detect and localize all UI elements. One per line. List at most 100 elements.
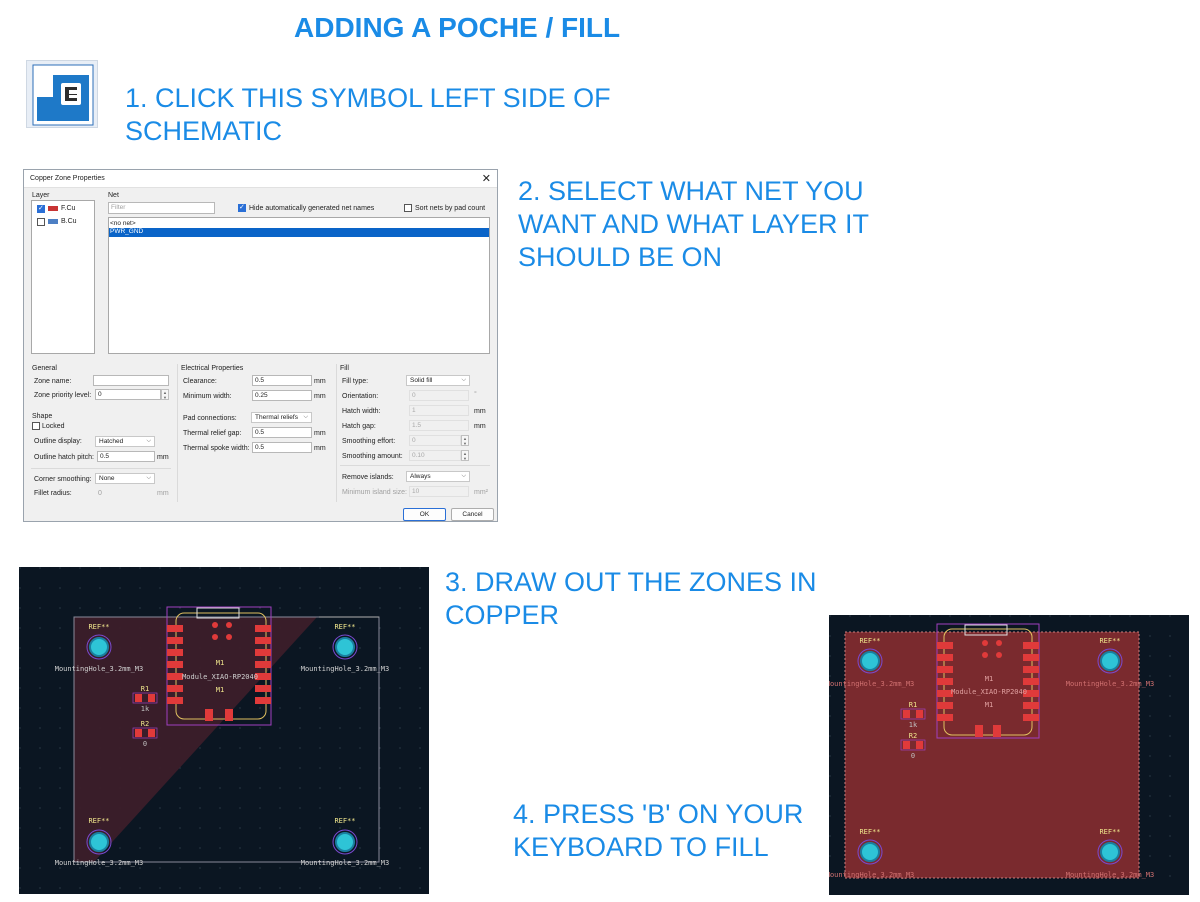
orientation-input[interactable]: 0 — [409, 390, 469, 401]
min-island-input[interactable]: 10 — [409, 486, 469, 497]
net-list-item-selected[interactable]: PWR_GND — [109, 228, 489, 237]
net-filter-input[interactable]: Filter — [108, 202, 215, 214]
smd-pad[interactable] — [255, 697, 271, 704]
hide-auto-nets-checkbox[interactable] — [238, 203, 246, 212]
smd-pad[interactable] — [167, 673, 183, 680]
locked-checkbox[interactable] — [32, 422, 40, 430]
smoothing-amount-input[interactable]: 0.10 — [409, 450, 461, 461]
smd-pad[interactable] — [1023, 702, 1039, 709]
smd-pad[interactable] — [937, 666, 953, 673]
remove-islands-select[interactable]: Always⌵ — [406, 471, 470, 482]
hatch-pitch-input[interactable]: 0.5 — [97, 451, 155, 462]
resistor-pad[interactable] — [148, 729, 155, 737]
mounting-hole-ref: REF** — [334, 623, 355, 631]
mounting-hole[interactable] — [1100, 842, 1120, 862]
priority-spinner[interactable]: ▲▼ — [161, 389, 169, 400]
smd-pad[interactable] — [255, 637, 271, 644]
zone-name-input[interactable] — [93, 375, 169, 386]
smd-pad[interactable] — [1023, 714, 1039, 721]
smd-pad[interactable] — [1023, 666, 1039, 673]
close-icon[interactable]: ✕ — [481, 173, 491, 185]
ok-button[interactable]: OK — [403, 508, 446, 521]
resistor-pad[interactable] — [916, 741, 923, 749]
smd-pad[interactable] — [1023, 678, 1039, 685]
mounting-hole[interactable] — [860, 651, 880, 671]
min-width-input[interactable]: 0.25 — [252, 390, 312, 401]
mounting-hole[interactable] — [89, 637, 109, 657]
layer-bcu-checkbox[interactable] — [37, 218, 45, 226]
mounting-hole-ref: REF** — [334, 817, 355, 825]
smd-pad[interactable] — [982, 652, 988, 658]
resistor-pad[interactable] — [148, 694, 155, 702]
smd-pad[interactable] — [937, 690, 953, 697]
mounting-hole[interactable] — [89, 832, 109, 852]
module-name: Module_XIAO-RP2040 — [951, 688, 1027, 696]
priority-input[interactable]: 0 — [95, 389, 161, 400]
smd-pad[interactable] — [1023, 690, 1039, 697]
smd-pad[interactable] — [167, 697, 183, 704]
resistor-pad[interactable] — [916, 710, 923, 718]
smd-pad[interactable] — [255, 685, 271, 692]
smd-pad[interactable] — [167, 649, 183, 656]
smd-pad[interactable] — [225, 709, 233, 721]
layer-fcu-checkbox[interactable] — [37, 204, 45, 213]
smd-pad[interactable] — [167, 661, 183, 668]
corner-smoothing-select[interactable]: None⌵ — [95, 473, 155, 484]
mounting-hole-courtyard — [332, 829, 358, 855]
clearance-input[interactable]: 0.5 — [252, 375, 312, 386]
smd-pad[interactable] — [975, 725, 983, 737]
smd-pad[interactable] — [226, 622, 232, 628]
pad-connections-select[interactable]: Thermal reliefs⌵ — [251, 412, 312, 423]
smd-pad[interactable] — [937, 702, 953, 709]
smd-pad[interactable] — [993, 725, 1001, 737]
resistor-value: 1k — [141, 705, 150, 713]
mounting-hole-ref: REF** — [859, 828, 880, 836]
smd-pad[interactable] — [167, 685, 183, 692]
smd-pad[interactable] — [226, 634, 232, 640]
smd-pad[interactable] — [996, 652, 1002, 658]
mounting-hole[interactable] — [335, 637, 355, 657]
smd-pad[interactable] — [205, 709, 213, 721]
resistor-pad[interactable] — [135, 694, 142, 702]
add-filled-zone-icon[interactable] — [26, 60, 98, 128]
mounting-hole-courtyard — [86, 634, 112, 660]
smd-pad[interactable] — [982, 640, 988, 646]
smd-pad[interactable] — [255, 649, 271, 656]
smd-pad[interactable] — [937, 642, 953, 649]
smd-pad[interactable] — [167, 625, 183, 632]
smd-pad[interactable] — [212, 622, 218, 628]
resistor-pad[interactable] — [903, 741, 910, 749]
smd-pad[interactable] — [255, 625, 271, 632]
smd-pad[interactable] — [167, 637, 183, 644]
hatch-gap-input[interactable]: 1.5 — [409, 420, 469, 431]
mounting-hole[interactable] — [1100, 651, 1120, 671]
mounting-hole[interactable] — [860, 842, 880, 862]
net-list-item-no-net[interactable]: <no net> — [110, 220, 136, 227]
resistor-courtyard — [900, 739, 926, 751]
smd-pad[interactable] — [937, 654, 953, 661]
mounting-hole-label: MountingHole_3.2mm_M3 — [1066, 871, 1155, 879]
cancel-button[interactable]: Cancel — [451, 508, 494, 521]
smd-pad[interactable] — [996, 640, 1002, 646]
smd-pad[interactable] — [937, 678, 953, 685]
outline-display-select[interactable]: Hatched⌵ — [95, 436, 155, 447]
relief-gap-input[interactable]: 0.5 — [252, 427, 312, 438]
mounting-hole[interactable] — [335, 832, 355, 852]
smoothing-effort-input[interactable]: 0 — [409, 435, 461, 446]
spoke-width-input[interactable]: 0.5 — [252, 442, 312, 453]
fill-type-select[interactable]: Solid fill⌵ — [406, 375, 470, 386]
smd-pad[interactable] — [212, 634, 218, 640]
smoothing-effort-spinner[interactable]: ▲▼ — [461, 435, 469, 446]
smd-pad[interactable] — [255, 661, 271, 668]
smd-pad[interactable] — [1023, 654, 1039, 661]
sort-nets-checkbox[interactable] — [404, 204, 412, 212]
smd-pad[interactable] — [1023, 642, 1039, 649]
smd-pad[interactable] — [937, 714, 953, 721]
smd-pad[interactable] — [255, 673, 271, 680]
smoothing-amount-spinner[interactable]: ▲▼ — [461, 450, 469, 461]
resistor-pad[interactable] — [903, 710, 910, 718]
resistor-pad[interactable] — [135, 729, 142, 737]
hatch-width-input[interactable]: 1 — [409, 405, 469, 416]
